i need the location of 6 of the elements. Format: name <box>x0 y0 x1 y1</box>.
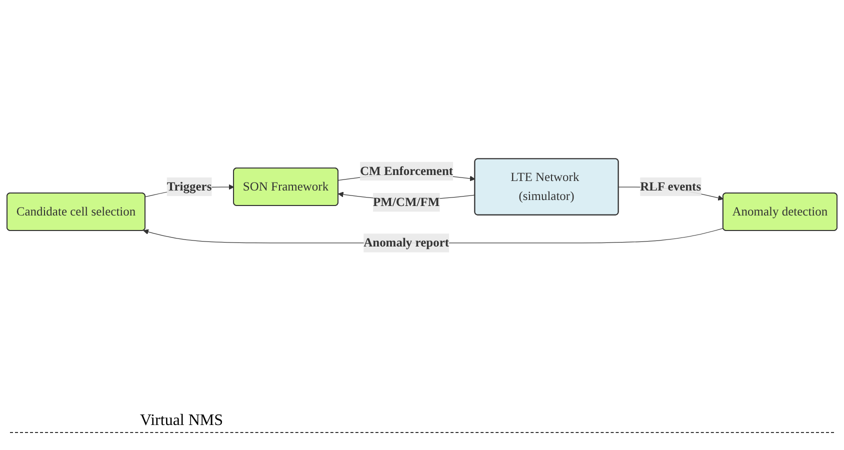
edge-label: CM Enforcement <box>360 164 454 178</box>
edge-label: Triggers <box>166 179 212 194</box>
edge-label: Anomaly report <box>364 236 450 250</box>
region-label: Virtual NMS <box>140 412 224 430</box>
edge-label: PM/CM/FM <box>373 195 440 209</box>
edge-label: RLF events <box>640 179 702 194</box>
